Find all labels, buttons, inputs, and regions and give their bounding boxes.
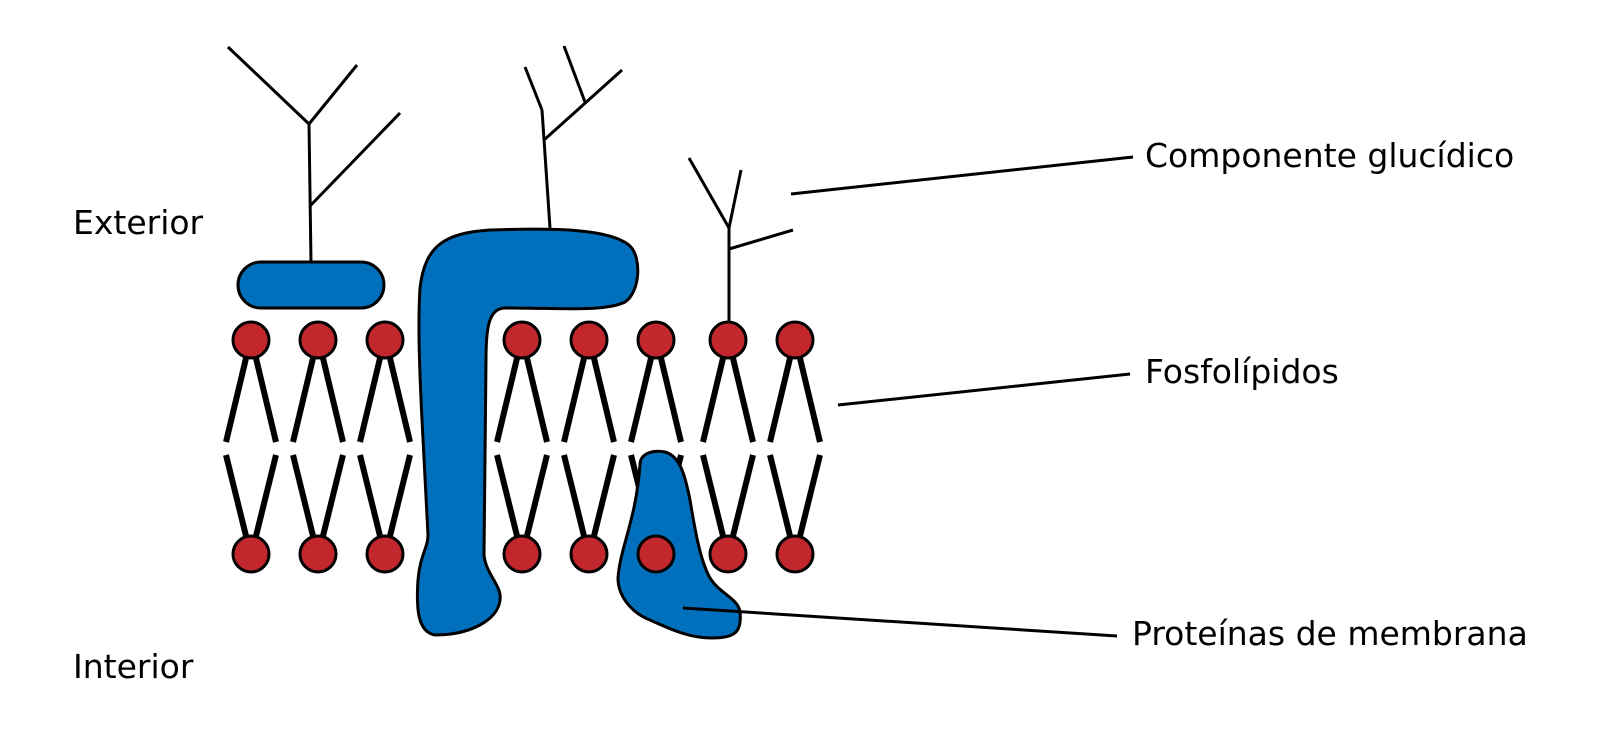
phospholipid-heads-inner	[231, 534, 815, 574]
phospholipid-head	[365, 534, 405, 574]
phospholipid-head	[365, 320, 405, 360]
phospholipid-tail	[494, 454, 521, 541]
phospholipid-tail	[729, 454, 756, 541]
phospholipid-head	[298, 320, 338, 360]
phospholipid-tail	[700, 353, 727, 443]
phospholipid-tail	[386, 353, 413, 443]
phospholipid-head	[231, 320, 271, 360]
label-exterior: Exterior	[73, 203, 204, 242]
phospholipid-tail	[590, 353, 617, 443]
peripheral-protein-outer	[236, 260, 386, 310]
phospholipid-tail	[357, 353, 384, 443]
phospholipid-tail	[319, 454, 346, 541]
phospholipid-tails-outer	[223, 353, 823, 443]
integral-protein	[415, 227, 640, 637]
phospholipid-tail	[767, 353, 794, 443]
phospholipid-tail	[523, 353, 550, 443]
phospholipid-tail	[767, 454, 794, 541]
leader-line-proteinas	[682, 606, 1118, 638]
phospholipid-tail	[223, 454, 250, 541]
phospholipid-tail	[590, 454, 617, 541]
phospholipid-tail	[561, 454, 588, 541]
phospholipid-head	[502, 534, 542, 574]
phospholipid-tail	[796, 353, 823, 443]
phospholipid-tails-inner	[223, 454, 823, 541]
phospholipid-tail	[561, 353, 588, 443]
phospholipid-head	[231, 534, 271, 574]
phospholipid-head	[569, 534, 609, 574]
phospholipid-heads-outer	[231, 320, 815, 360]
phospholipid-head	[708, 320, 748, 360]
label-fosfolipidos: Fosfolípidos	[1145, 352, 1339, 391]
glycan-tree-middle	[523, 45, 624, 229]
phospholipid-head	[708, 534, 748, 574]
glycan-tree-right	[687, 157, 794, 338]
phospholipid-head	[569, 320, 609, 360]
phospholipid-head	[775, 320, 815, 360]
leader-line-glucidico	[790, 155, 1134, 196]
phospholipid-tail	[223, 353, 250, 443]
phospholipid-head	[636, 534, 676, 574]
phospholipid-head	[298, 534, 338, 574]
label-proteinas-de-membrana: Proteínas de membrana	[1132, 614, 1528, 653]
phospholipid-tail	[252, 353, 279, 443]
phospholipid-head	[636, 320, 676, 360]
phospholipid-head	[775, 534, 815, 574]
phospholipid-tail	[657, 353, 684, 443]
phospholipid-tail	[319, 353, 346, 443]
phospholipid-head	[502, 320, 542, 360]
label-componente-glucidico: Componente glucídico	[1145, 136, 1514, 175]
label-interior: Interior	[73, 647, 194, 686]
phospholipid-tail	[252, 454, 279, 541]
phospholipid-tail	[494, 353, 521, 443]
phospholipid-tail	[290, 454, 317, 541]
phospholipid-tail	[796, 454, 823, 541]
glycan-tree-left	[226, 45, 402, 264]
leader-line-fosfolipidos	[837, 372, 1131, 407]
phospholipid-tail	[729, 353, 756, 443]
phospholipid-tail	[628, 353, 655, 443]
phospholipid-tail	[290, 353, 317, 443]
phospholipid-tail	[700, 454, 727, 541]
phospholipid-tail	[357, 454, 384, 541]
phospholipid-tail	[386, 454, 413, 541]
phospholipid-tail	[523, 454, 550, 541]
